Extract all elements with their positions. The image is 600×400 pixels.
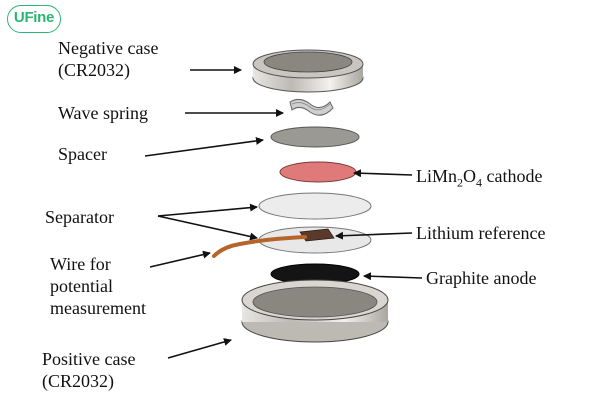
spacer-part — [270, 126, 360, 148]
separator-top-part — [258, 192, 372, 220]
positive-case-label-line1: Positive case — [42, 349, 136, 369]
cathode-formula-suffix: cathode — [482, 166, 543, 186]
separator-label: Separator — [45, 207, 114, 227]
cathode-formula-prefix: LiMn — [416, 166, 458, 186]
wire-arrow — [149, 250, 211, 268]
positive-case-label: Positive case (CR2032) — [42, 348, 135, 392]
separator-arrow-bottom — [157, 215, 258, 241]
negative-case-part — [252, 49, 364, 93]
lithium-reference-label: Lithium reference — [416, 223, 546, 243]
cathode-arrow — [353, 169, 413, 178]
spacer-label: Spacer — [58, 144, 107, 164]
lithium-reference-arrow — [335, 231, 413, 240]
negative-case-label-line2: (CR2032) — [58, 60, 130, 80]
wire-label-line2: potential — [50, 276, 113, 296]
wire-label: Wire for potential measurement — [50, 253, 146, 319]
cathode-formula-sub2: 4 — [476, 175, 483, 190]
cathode-formula-mid: O — [463, 166, 477, 186]
wave-spring-part — [289, 98, 334, 116]
positive-case-arrow — [167, 338, 232, 359]
graphite-anode-arrow — [363, 272, 423, 281]
wave-spring-label: Wave spring — [58, 103, 149, 123]
ufine-logo: UFine — [7, 5, 61, 33]
wire-label-line1: Wire for — [50, 254, 111, 274]
negative-case-label: Negative case (CR2032) — [58, 37, 158, 81]
cathode-formula-sub1: 2 — [457, 175, 464, 190]
negative-case-label-line1: Negative case — [58, 38, 159, 58]
spacer-arrow — [144, 136, 264, 157]
cathode-label: LiMn2O4 cathode — [416, 165, 542, 194]
wire-label-line3: measurement — [50, 298, 146, 318]
wire-part — [212, 235, 307, 258]
separator-arrow-top — [157, 203, 258, 217]
positive-case-label-line2: (CR2032) — [42, 371, 114, 391]
positive-case-part — [241, 279, 389, 343]
cathode-part — [279, 161, 357, 183]
graphite-anode-label: Graphite anode — [426, 268, 537, 288]
